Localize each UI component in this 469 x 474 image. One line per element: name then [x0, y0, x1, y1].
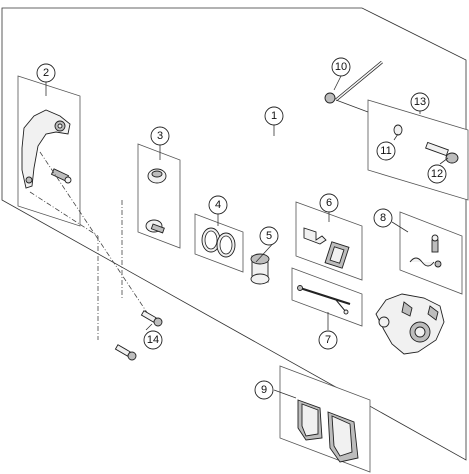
leader-line [439, 157, 449, 165]
brake-pad-right-part [327, 411, 359, 463]
callout-label: 1 [271, 110, 277, 122]
callout-label: 9 [261, 384, 267, 396]
callout-label: 3 [157, 130, 163, 142]
callout-label: 14 [147, 334, 159, 346]
leader-line [145, 323, 153, 331]
callout-7: 7 [318, 330, 338, 350]
callout-2: 2 [36, 63, 56, 83]
bolt-guide-line [29, 191, 99, 237]
leader-line [393, 133, 399, 141]
leader-line [333, 75, 342, 91]
callout-9: 9 [254, 380, 274, 400]
carrier-guide-pin-part [50, 168, 72, 184]
repair-kit-panel [399, 211, 463, 295]
callout-3: 3 [150, 126, 170, 146]
bleeder-screw-part [425, 141, 459, 164]
callout-13: 13 [410, 92, 430, 112]
callout-label: 10 [335, 61, 347, 73]
callout-8: 8 [373, 208, 393, 228]
brake-caliper-body-part [375, 293, 445, 355]
assembly-outline [1, 7, 467, 461]
callout-label: 2 [43, 67, 49, 79]
callout-14: 14 [143, 330, 163, 350]
callout-label: 11 [380, 145, 391, 157]
pad-spring-panel [295, 201, 363, 281]
mounting-bolt-part [114, 344, 137, 361]
guide-bushing-part [145, 219, 165, 234]
callout-5: 5 [259, 226, 279, 246]
seal-kit-panel [137, 143, 181, 249]
callout-4: 4 [208, 195, 228, 215]
leader-line [391, 221, 409, 233]
bleeder-fitting-part [409, 234, 442, 268]
callout-1: 1 [264, 106, 284, 126]
bolt-guide-line [39, 151, 153, 321]
callout-6: 6 [319, 193, 339, 213]
caliper-carrier-part [21, 109, 71, 189]
pad-spring-part [303, 227, 350, 269]
callout-label: 13 [414, 96, 426, 108]
mounting-bolt-part [140, 310, 163, 327]
washer-part [393, 124, 403, 136]
callout-12: 12 [427, 164, 447, 184]
callout-label: 6 [326, 197, 332, 209]
callout-label: 7 [325, 334, 331, 346]
piston-seal-ring-part [201, 227, 221, 253]
dust-boot-part [147, 168, 167, 184]
callout-label: 5 [266, 230, 272, 242]
retaining-pin-part [297, 285, 351, 315]
callout-label: 12 [431, 168, 443, 180]
piston-part [250, 253, 270, 285]
piston-seal-ring-part [216, 232, 236, 258]
callout-label: 4 [215, 199, 221, 211]
callout-10: 10 [331, 57, 351, 77]
brake-pad-left-part [297, 399, 323, 441]
callout-label: 8 [380, 212, 386, 224]
leader-line [273, 389, 297, 399]
callout-11: 11 [376, 141, 396, 161]
brake-line-part [324, 60, 383, 113]
